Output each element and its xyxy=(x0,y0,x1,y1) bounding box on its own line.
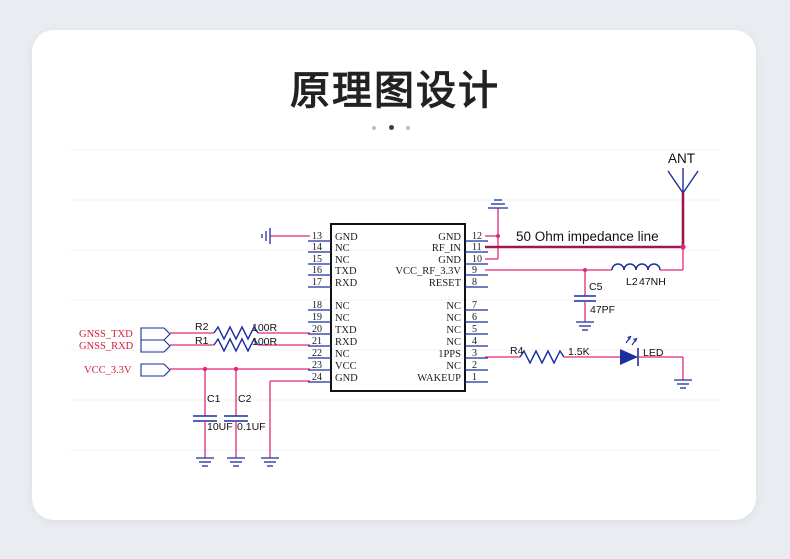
left-pin-number: 24 xyxy=(312,372,322,383)
left-pin-name: TXD xyxy=(335,266,357,277)
right-pin-number: 1 xyxy=(472,372,477,383)
r2-value: 100R xyxy=(252,322,278,334)
right-pin-number: 10 xyxy=(472,254,482,265)
pin13-ground xyxy=(261,228,310,244)
uart-nets xyxy=(140,325,310,353)
left-pin-name: GND xyxy=(335,373,358,384)
left-pin-number: 15 xyxy=(312,254,322,265)
r4-value: 1.5K xyxy=(568,346,590,358)
left-pin-number: 16 xyxy=(312,265,322,276)
left-pin-name: NC xyxy=(335,313,350,324)
right-pin-name: WAKEUP xyxy=(417,373,461,384)
left-pin-number: 18 xyxy=(312,300,322,311)
right-pin-name: RF_IN xyxy=(432,243,462,254)
antenna-label: ANT xyxy=(668,151,695,166)
carousel-dot[interactable] xyxy=(372,126,376,130)
net-label-vcc: VCC_3.3V xyxy=(84,365,132,376)
right-pin-name: 1PPS xyxy=(438,349,461,360)
right-pin-number: 5 xyxy=(472,324,477,335)
c5-value: 47PF xyxy=(590,304,615,316)
left-pin-name: TXD xyxy=(335,325,357,336)
right-pin-number: 3 xyxy=(472,348,477,359)
resistor-r1 xyxy=(213,337,259,353)
left-pin-name: NC xyxy=(335,243,350,254)
left-pin-number: 22 xyxy=(312,348,322,359)
gnss-module-body xyxy=(330,223,466,392)
left-pin-number: 23 xyxy=(312,360,322,371)
right-pin-name: VCC_RF_3.3V xyxy=(395,266,461,277)
carousel-dot-active[interactable] xyxy=(389,125,394,130)
net-label-gnss-rxd: GNSS_RXD xyxy=(79,341,134,352)
right-pin-number: 2 xyxy=(472,360,477,371)
vcc-rf-filter xyxy=(485,247,684,331)
right-pin-number: 7 xyxy=(472,300,477,311)
right-pin-name: NC xyxy=(446,361,461,372)
l2-value: 47NH xyxy=(639,276,666,288)
led-label: LED xyxy=(643,347,664,359)
left-pin-name: NC xyxy=(335,301,350,312)
right-pin-name: NC xyxy=(446,337,461,348)
content-card xyxy=(32,30,756,520)
right-pin-name: RESET xyxy=(429,278,462,289)
left-pin-number: 17 xyxy=(312,277,322,288)
r1-ref: R1 xyxy=(195,335,209,347)
antenna-icon xyxy=(667,168,699,194)
carousel-dot[interactable] xyxy=(406,126,410,130)
r1-value: 100R xyxy=(252,336,278,348)
c1-ref: C1 xyxy=(207,393,221,405)
right-pin-number: 6 xyxy=(472,312,477,323)
c2-ref: C2 xyxy=(238,393,252,405)
left-pin-stubs xyxy=(308,240,331,383)
right-pin-name: NC xyxy=(446,313,461,324)
left-pin-number: 19 xyxy=(312,312,322,323)
c1-value: 10UF xyxy=(207,421,233,433)
vcc-net xyxy=(140,363,310,467)
inductor-l2 xyxy=(611,263,661,271)
r4-ref: R4 xyxy=(510,345,524,357)
left-pin-number: 13 xyxy=(312,231,322,242)
left-pin-number: 21 xyxy=(312,336,322,347)
page-title: 原理图设计 xyxy=(290,68,500,114)
background-grid xyxy=(70,149,720,451)
resistor-r2 xyxy=(213,325,259,341)
c2-value: 0.1UF xyxy=(237,421,266,433)
right-pin-number: 9 xyxy=(472,265,477,276)
left-pin-name: VCC xyxy=(335,361,357,372)
led-icon xyxy=(620,349,638,365)
pps-led-circuit xyxy=(485,335,692,389)
left-pin-name: NC xyxy=(335,349,350,360)
resistor-r4 xyxy=(519,349,565,365)
right-pin-number: 11 xyxy=(472,242,482,253)
c5-ref: C5 xyxy=(589,281,603,293)
carousel-indicator xyxy=(372,124,418,132)
right-pin-name: GND xyxy=(438,255,461,266)
left-pin-name: RXD xyxy=(335,337,358,348)
left-pin-name: RXD xyxy=(335,278,358,289)
pin24-ground xyxy=(261,380,310,467)
left-pin-number: 20 xyxy=(312,324,322,335)
l2-ref: L2 xyxy=(626,276,638,288)
right-pin-stubs xyxy=(465,240,488,383)
right-pin-number: 12 xyxy=(472,231,482,242)
right-pin-name: GND xyxy=(438,232,461,243)
right-pin-name: NC xyxy=(446,325,461,336)
right-pin-name: NC xyxy=(446,301,461,312)
net-label-gnss-txd: GNSS_TXD xyxy=(79,329,133,340)
left-pin-name: NC xyxy=(335,255,350,266)
right-pin-number: 8 xyxy=(472,277,477,288)
left-pin-name: GND xyxy=(335,232,358,243)
left-pin-number: 14 xyxy=(312,242,322,253)
impedance-note: 50 Ohm impedance line xyxy=(516,229,659,244)
right-pin-number: 4 xyxy=(472,336,477,347)
r2-ref: R2 xyxy=(195,321,209,333)
